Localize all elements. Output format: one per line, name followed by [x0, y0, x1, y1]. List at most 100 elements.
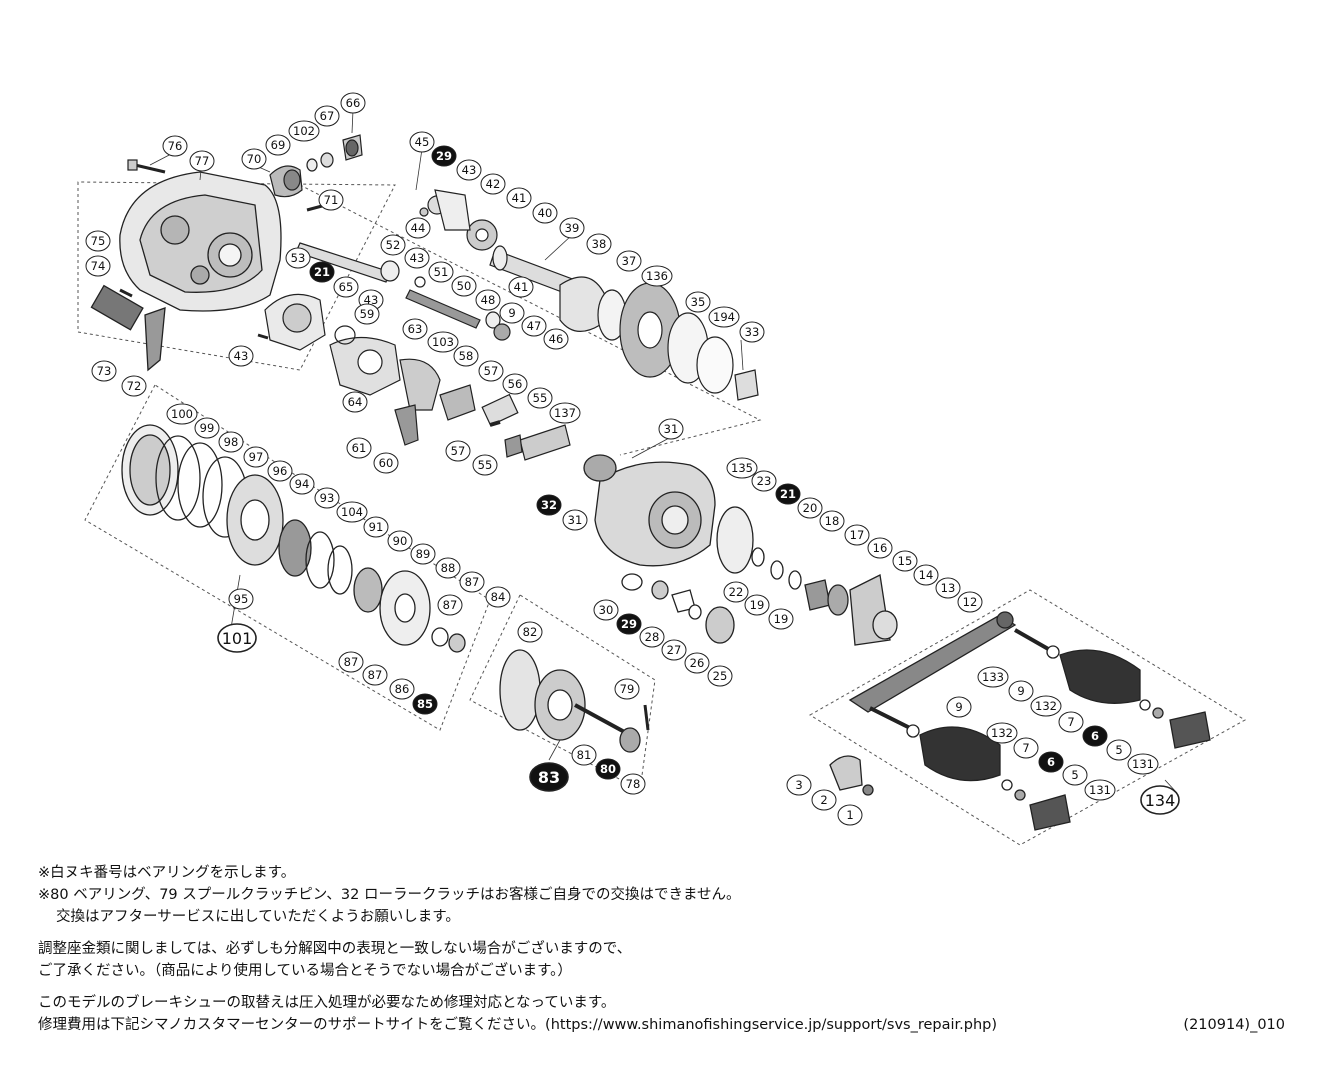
document-code: (210914)_010: [1183, 1017, 1285, 1033]
part-label-87: 87: [362, 664, 388, 686]
part-label-17: 17: [844, 524, 870, 546]
svg-text:86: 86: [395, 682, 410, 696]
svg-text:57: 57: [451, 444, 466, 458]
part-label-59: 59: [354, 303, 380, 325]
svg-text:37: 37: [622, 254, 637, 268]
svg-text:73: 73: [97, 364, 112, 378]
part-label-134: 134: [1140, 785, 1180, 815]
part-label-100: 100: [166, 403, 198, 425]
part-label-76: 76: [162, 135, 188, 157]
part-label-87: 87: [338, 651, 364, 673]
svg-text:77: 77: [195, 154, 210, 168]
svg-text:12: 12: [963, 595, 978, 609]
svg-text:133: 133: [982, 670, 1004, 684]
svg-text:33: 33: [745, 325, 760, 339]
part-label-13: 13: [935, 577, 961, 599]
svg-text:69: 69: [271, 138, 286, 152]
part-label-91: 91: [363, 516, 389, 538]
part-label-65: 65: [333, 276, 359, 298]
part-label-48: 48: [475, 289, 501, 311]
svg-text:75: 75: [91, 234, 106, 248]
svg-text:134: 134: [1145, 791, 1176, 810]
svg-text:39: 39: [565, 221, 580, 235]
part-label-96: 96: [267, 460, 293, 482]
svg-text:131: 131: [1132, 757, 1154, 771]
part-label-98: 98: [218, 431, 244, 453]
note-brake-shoe: このモデルのブレーキシューの取替えは圧入処理が必要なため修理対応となっています。: [38, 995, 616, 1011]
svg-text:30: 30: [599, 603, 614, 617]
svg-text:6: 6: [1047, 755, 1055, 769]
brake-knob-parts: [269, 134, 363, 198]
part-label-56: 56: [502, 373, 528, 395]
part-label-67: 67: [314, 105, 340, 127]
svg-text:52: 52: [386, 238, 401, 252]
svg-text:31: 31: [664, 422, 679, 436]
part-label-63: 63: [402, 318, 428, 340]
svg-text:101: 101: [222, 629, 253, 648]
part-label-95: 95: [228, 588, 254, 610]
part-label-80: 80: [595, 758, 621, 780]
svg-text:50: 50: [457, 279, 472, 293]
svg-text:90: 90: [393, 534, 408, 548]
part-label-102: 102: [288, 120, 320, 142]
part-label-132: 132: [1030, 695, 1062, 717]
part-label-90: 90: [387, 530, 413, 552]
svg-text:15: 15: [898, 554, 913, 568]
svg-text:6: 6: [1091, 729, 1099, 743]
part-label-71: 71: [318, 189, 344, 211]
svg-text:55: 55: [478, 458, 493, 472]
svg-text:29: 29: [621, 617, 637, 631]
note-service: 交換はアフターサービスに出していただくようお願いします。: [56, 909, 460, 925]
svg-text:64: 64: [348, 395, 363, 409]
part-label-31: 31: [658, 418, 684, 440]
svg-text:85: 85: [417, 697, 433, 711]
svg-text:58: 58: [459, 349, 474, 363]
note-shims-2: ご了承ください。（商品により使用している場合とそうでない場合がございます。）: [38, 963, 572, 979]
part-label-66: 66: [340, 92, 366, 114]
svg-text:71: 71: [324, 193, 339, 207]
part-label-99: 99: [194, 417, 220, 439]
part-label-72: 72: [121, 375, 147, 397]
part-label-16: 16: [867, 537, 893, 559]
part-label-101: 101: [217, 623, 257, 653]
part-label-3: 3: [786, 774, 812, 796]
svg-text:35: 35: [691, 295, 706, 309]
svg-text:65: 65: [339, 280, 354, 294]
svg-text:1: 1: [846, 808, 853, 822]
svg-text:95: 95: [234, 592, 249, 606]
part-label-84: 84: [485, 586, 511, 608]
part-label-39: 39: [559, 217, 585, 239]
part-label-104: 104: [336, 501, 368, 523]
part-label-6: 6: [1038, 751, 1064, 773]
part-label-83: 83: [529, 762, 569, 792]
part-label-5: 5: [1106, 739, 1132, 761]
svg-text:14: 14: [919, 568, 934, 582]
svg-text:132: 132: [1035, 699, 1057, 713]
frame-side-plate: [90, 171, 282, 372]
part-label-136: 136: [641, 265, 673, 287]
svg-text:16: 16: [873, 541, 888, 555]
part-label-94: 94: [289, 473, 315, 495]
part-label-2: 2: [811, 789, 837, 811]
svg-text:43: 43: [462, 163, 477, 177]
part-label-43: 43: [228, 345, 254, 367]
svg-text:80: 80: [600, 762, 616, 776]
part-label-41: 41: [506, 187, 532, 209]
svg-text:13: 13: [941, 581, 956, 595]
part-label-21: 21: [309, 261, 335, 283]
part-label-60: 60: [373, 452, 399, 474]
part-label-52: 52: [380, 234, 406, 256]
part-label-131: 131: [1084, 779, 1116, 801]
svg-text:18: 18: [825, 514, 840, 528]
svg-text:3: 3: [795, 778, 802, 792]
svg-text:79: 79: [620, 682, 635, 696]
svg-text:47: 47: [527, 319, 542, 333]
part-label-55: 55: [472, 454, 498, 476]
part-label-78: 78: [620, 773, 646, 795]
svg-text:20: 20: [803, 501, 818, 515]
svg-text:9: 9: [955, 700, 962, 714]
part-label-6: 6: [1082, 725, 1108, 747]
svg-text:44: 44: [411, 221, 426, 235]
svg-text:21: 21: [780, 487, 796, 501]
svg-text:74: 74: [91, 259, 106, 273]
